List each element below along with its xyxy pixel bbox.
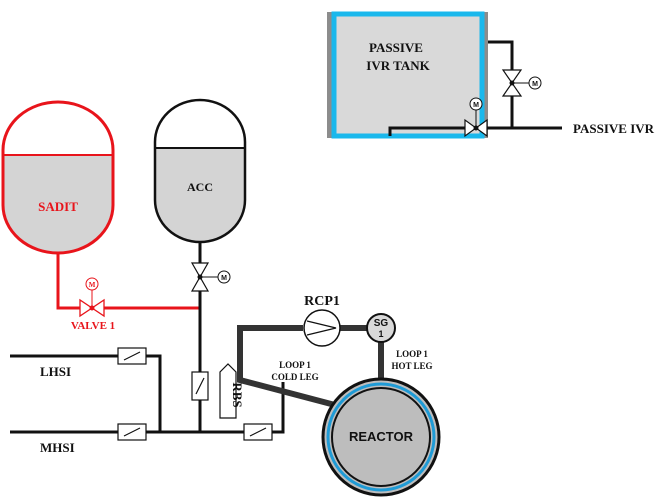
cold-leg-check-valve[interactable] (243, 423, 273, 441)
reactor-label: REACTOR (349, 429, 414, 444)
sg-label-1: SG (374, 318, 389, 329)
rbs-label: RBS (230, 382, 245, 407)
valve-1[interactable] (79, 290, 105, 318)
reactor-vessel: REACTOR (321, 377, 441, 497)
acc-label: ACC (187, 180, 213, 194)
passive-valve-motor-right: M (528, 76, 542, 90)
hot-leg-label-1: LOOP 1 (396, 349, 428, 359)
passive-tank-side-right (482, 12, 488, 138)
valve-1-motor: M (85, 277, 99, 291)
passive-ivr-tank: PASSIVE IVR TANK (327, 11, 488, 139)
sg-label-2: 1 (378, 329, 383, 339)
acc-tank: ACC (153, 98, 247, 244)
lhsi-pipe-right (146, 354, 162, 432)
rbs-tank: RBS (219, 363, 245, 419)
passive-tank-label-1: PASSIVE (369, 40, 423, 55)
sadit-label: SADIT (38, 199, 78, 214)
acc-valve[interactable] (190, 262, 218, 292)
motor-label: M (89, 281, 96, 289)
coolant-loop-piping (237, 325, 384, 408)
valve-1-label: VALVE 1 (71, 320, 115, 332)
cold-leg-injection-riser (272, 382, 285, 434)
passive-pipe-top (488, 40, 514, 70)
injection-piping (10, 354, 285, 434)
lhsi-check-valve[interactable] (117, 347, 147, 365)
sadit-tank: SADIT (1, 100, 115, 255)
passive-ivr-label: PASSIVE IVR (573, 121, 655, 136)
motor-label: M (473, 102, 479, 109)
passive-tank-side-left (327, 12, 333, 138)
rcp1-label: RCP1 (304, 294, 340, 309)
passive-tank-label-2: IVR TANK (366, 58, 430, 73)
cold-leg-label-2: COLD LEG (271, 372, 318, 382)
hot-leg-label-2: HOT LEG (391, 361, 432, 371)
passive-vertical-valve[interactable] (501, 69, 529, 97)
cold-leg-pipe (237, 325, 336, 408)
passive-pipe-bottom (388, 126, 465, 136)
lhsi-label: LHSI (40, 364, 71, 379)
steam-generator-1: SG 1 (366, 313, 396, 343)
passive-horizontal-valve[interactable] (464, 110, 488, 138)
cold-leg-label-1: LOOP 1 (279, 360, 311, 370)
sadit-pipe-down (56, 253, 80, 310)
passive-ivr-piping (388, 40, 562, 136)
motor-label: M (221, 275, 227, 282)
mhsi-check-valve[interactable] (117, 423, 147, 441)
passive-valve-motor-top: M (469, 97, 483, 111)
passive-tank-body (331, 11, 485, 139)
motor-label: M (532, 81, 538, 88)
mhsi-label: MHSI (40, 440, 75, 455)
sadit-piping (56, 253, 200, 310)
rcp1-pump[interactable] (303, 309, 341, 347)
acc-valve-motor: M (217, 270, 231, 284)
header-check-valve[interactable] (191, 371, 209, 401)
